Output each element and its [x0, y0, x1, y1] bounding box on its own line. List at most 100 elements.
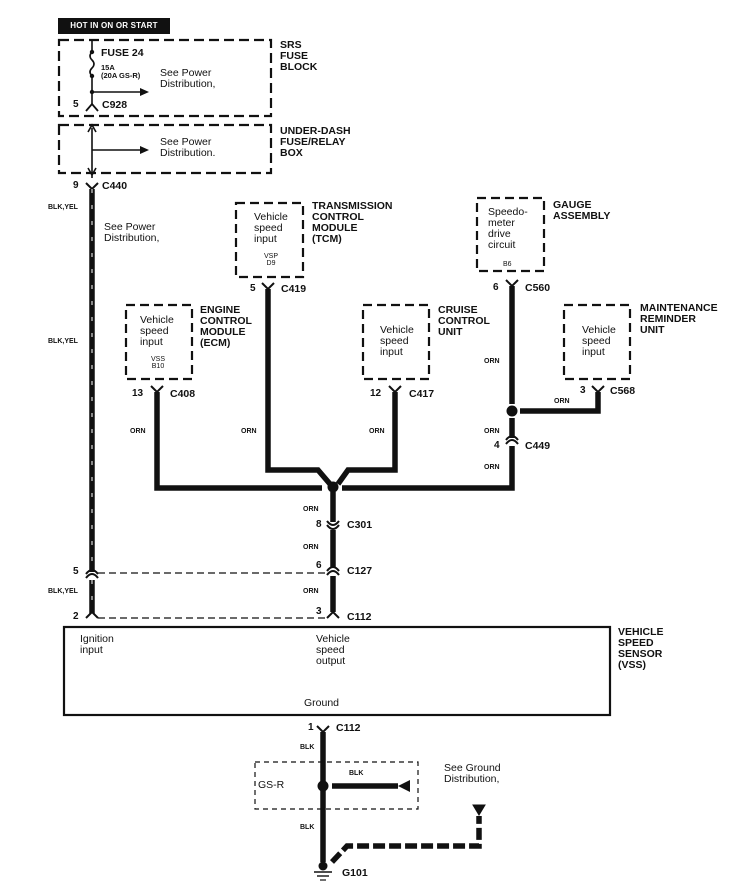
c449-pin: 4: [494, 440, 500, 451]
c419-label: C419: [281, 283, 307, 295]
c419-connector: [261, 282, 275, 291]
c112-label: C112: [347, 611, 372, 623]
c112-ground-connector: [316, 725, 330, 734]
cruise-title: CRUISE CONTROL UNIT: [438, 304, 490, 339]
ground-symbol-icon: [314, 861, 332, 881]
under-dash-up-arrow-icon: [87, 123, 97, 133]
c928-connector: [85, 102, 99, 112]
ecm-orn-wire: [154, 392, 322, 491]
c127-label: C127: [347, 565, 373, 577]
blk-yel-label-3: BLK,YEL: [48, 588, 78, 595]
see-power-distribution-note: See Power Distribution,: [104, 221, 160, 245]
c560-connector: [505, 279, 519, 288]
c449-orn-wire-lower: [342, 446, 515, 491]
c127-pin-left: 5: [73, 566, 79, 577]
ecm-wire-label: ORN: [130, 428, 146, 435]
gsr-label: GS-R: [258, 779, 285, 791]
gauge-title: GAUGE ASSEMBLY: [553, 199, 611, 223]
c560-label: C560: [525, 282, 551, 294]
trunk-wire-label-1: ORN: [303, 506, 319, 513]
srs-fuse-block-box: [57, 38, 273, 118]
c568-connector: [591, 385, 605, 394]
c112-connector-right: [326, 610, 340, 619]
fuse-name: FUSE 24: [101, 47, 144, 59]
see-ground-distribution: See Ground Distribution,: [444, 762, 501, 786]
cruise-orn-wire: [335, 392, 398, 486]
main-splice: [327, 481, 339, 493]
ground-wire-label-2: BLK: [349, 770, 364, 777]
c301-label: C301: [347, 519, 373, 531]
hot-in-on-or-start-label: HOT IN ON OR START: [58, 18, 170, 34]
c127-connector-right: [326, 566, 340, 576]
vss-speed-output: Vehicle speed output: [316, 633, 350, 668]
c112-pin-left: 2: [73, 611, 79, 622]
ground-dist-wire: [329, 816, 482, 864]
g101-label: G101: [342, 867, 368, 879]
c928-pin: 5: [73, 99, 79, 110]
gauge-wire-label: ORN: [484, 358, 500, 365]
c408-pin: 13: [132, 388, 144, 399]
c449-label: C449: [525, 440, 551, 452]
c440-pin: 9: [73, 180, 79, 191]
ecm-inner-label: Vehicle speed input: [140, 314, 174, 349]
vss-title: VEHICLE SPEED SENSOR (VSS): [618, 626, 664, 672]
cruise-wire-label: ORN: [369, 428, 385, 435]
c440-label: C440: [102, 180, 128, 192]
c419-pin: 5: [250, 283, 256, 294]
c112-ground-pin: 1: [308, 722, 314, 733]
tcm-box: [234, 201, 305, 279]
gsr-arrow-icon: [398, 780, 410, 792]
gsr-dashed-box: [254, 761, 419, 810]
ground-wire-label-3: BLK: [300, 824, 315, 831]
c301-connector: [326, 520, 340, 530]
cruise-inner-label: Vehicle speed input: [380, 324, 414, 359]
ground-splice: [317, 780, 329, 792]
maintenance-title: MAINTENANCE REMINDER UNIT: [640, 302, 718, 337]
blk-yel-label-1: BLK,YEL: [48, 204, 78, 211]
c112-ground-label: C112: [336, 722, 361, 734]
under-dash-box-title: UNDER-DASH FUSE/RELAY BOX: [280, 125, 351, 160]
c408-label: C408: [170, 388, 196, 400]
c301-pin: 8: [316, 519, 322, 530]
ground-wire-label-1: BLK: [300, 744, 315, 751]
c449-connector: [505, 435, 519, 445]
c568-label: C568: [610, 385, 636, 397]
vss-ignition-input: Ignition input: [80, 633, 114, 657]
c417-pin: 12: [370, 388, 382, 399]
fuse-icon: [89, 51, 95, 77]
c449-wire-label-upper: ORN: [484, 428, 500, 435]
blk-yel-label-2: BLK,YEL: [48, 338, 78, 345]
under-dash-see-power-distribution: See Power Distribution.: [160, 136, 216, 160]
maintenance-box: [562, 303, 632, 381]
tcm-title: TRANSMISSION CONTROL MODULE (TCM): [312, 200, 393, 246]
c568-pin: 3: [580, 385, 586, 396]
srs-see-power-distribution: See Power Distribution,: [160, 67, 216, 91]
c417-label: C417: [409, 388, 435, 400]
cruise-box: [361, 303, 431, 381]
gauge-box: [475, 196, 546, 273]
ecm-title: ENGINE CONTROL MODULE (ECM): [200, 304, 252, 350]
trunk-wire-label-2: ORN: [303, 544, 319, 551]
tcm-wire-label: ORN: [241, 428, 257, 435]
c440-connector: [85, 182, 99, 191]
gauge-terminal: B6: [503, 261, 512, 268]
gauge-splice: [506, 405, 518, 417]
ground-dist-arrow-icon: [472, 804, 486, 816]
c127-connector-left: [85, 569, 99, 579]
gauge-inner-label: Speedo- meter drive circuit: [488, 206, 528, 252]
maintenance-inner-label: Vehicle speed input: [582, 324, 616, 359]
c112-pin-right: 3: [316, 606, 322, 617]
power-arrow-icon: [140, 88, 149, 96]
ecm-terminal: VSS B10: [151, 356, 166, 371]
maintenance-wire-label: ORN: [554, 398, 570, 405]
ecm-box: [124, 303, 194, 381]
tcm-terminal: VSP D9: [264, 253, 279, 268]
trunk-wire-label-3: ORN: [303, 588, 319, 595]
c560-pin: 6: [493, 282, 499, 293]
srs-fuse-block-title: SRS FUSE BLOCK: [280, 39, 318, 74]
tcm-inner-label: Vehicle speed input: [254, 211, 288, 246]
fuse-rating: 15A (20A GS-R): [101, 63, 141, 80]
under-dash-box: [57, 123, 273, 175]
c127-pin-right: 6: [316, 560, 322, 571]
